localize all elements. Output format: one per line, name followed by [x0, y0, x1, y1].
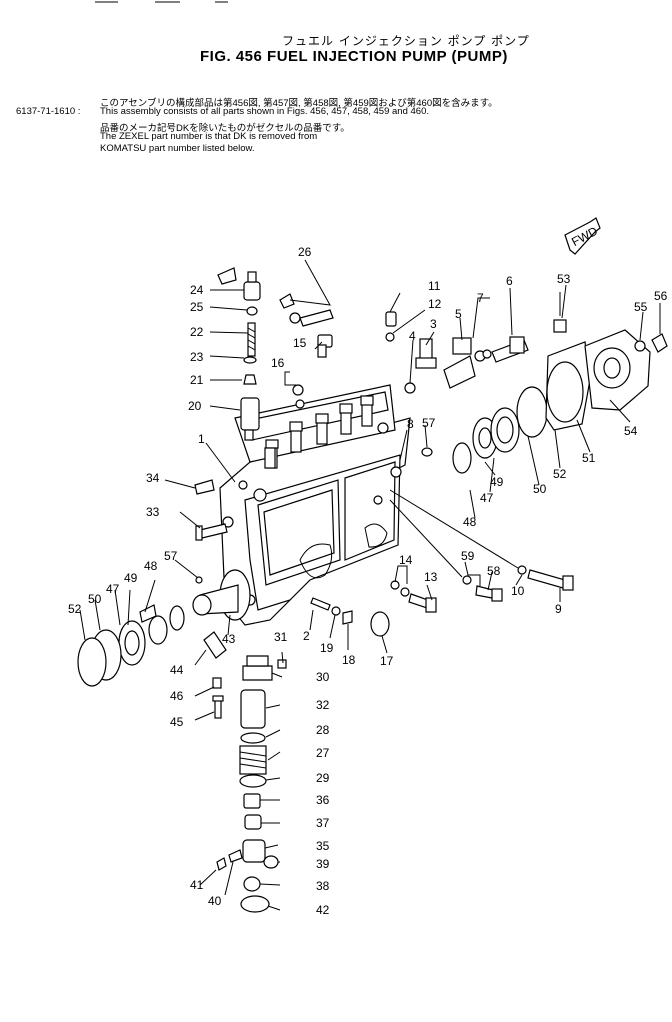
callout-28: 28: [316, 723, 330, 737]
callout-32: 32: [316, 698, 330, 712]
callout-55: 55: [634, 300, 648, 314]
callout-29: 29: [316, 771, 330, 785]
callout-24: 24: [190, 283, 204, 297]
note-line-3: 品番のメーカ記号DKを除いたものがゼクセルの品番です。: [100, 123, 350, 134]
leader-lines: [79, 259, 661, 911]
callout-5: 5: [455, 307, 462, 321]
callout-47-left: 47: [106, 582, 120, 596]
lower-plunger-stack: [203, 631, 287, 913]
figure-title: FIG. 456 FUEL INJECTION PUMP (PUMP): [200, 48, 508, 65]
callout-49-right: 49: [490, 475, 504, 489]
callout-57-left: 57: [164, 549, 178, 563]
callout-17: 17: [380, 654, 394, 668]
callout-35: 35: [316, 839, 330, 853]
callout-38: 38: [316, 879, 330, 893]
callout-13: 13: [424, 570, 438, 584]
camshaft-right-assembly: [421, 329, 668, 474]
note-line-1: このアセンブリの構成部品は第456図, 第457図, 第458図, 第459図お…: [100, 98, 498, 109]
callout-47-right: 47: [480, 491, 494, 505]
callout-23: 23: [190, 350, 204, 364]
callout-12: 12: [428, 297, 442, 311]
callout-8: 8: [407, 417, 414, 431]
fwd-arrow-icon: FWD: [564, 217, 601, 255]
camshaft-left-assembly: [77, 569, 251, 687]
callout-46: 46: [170, 689, 184, 703]
callout-37: 37: [316, 816, 330, 830]
callout-50-left: 50: [88, 592, 102, 606]
callout-40: 40: [208, 894, 222, 908]
note-line-4: The ZEXEL part number is that DK is remo…: [100, 131, 318, 142]
callout-1: 1: [198, 432, 205, 446]
callout-41: 41: [190, 878, 204, 892]
callout-56: 56: [654, 289, 668, 303]
note-line-2: This assembly consists of all parts show…: [100, 106, 429, 117]
callout-26: 26: [298, 245, 312, 259]
assembly-part-number: 6137-71-1610 :: [16, 106, 81, 117]
callout-11: 11: [428, 279, 441, 293]
callout-42: 42: [316, 903, 330, 917]
callout-48-left: 48: [144, 559, 158, 573]
callout-52-left: 52: [68, 602, 82, 616]
callout-4: 4: [409, 329, 416, 343]
callout-52-right: 52: [553, 467, 567, 481]
callout-7: 7: [477, 291, 484, 305]
callout-36: 36: [316, 793, 330, 807]
callout-18: 18: [342, 653, 356, 667]
callout-43: 43: [222, 632, 236, 646]
callout-22: 22: [190, 325, 204, 339]
callout-44: 44: [170, 663, 184, 677]
callout-16: 16: [271, 356, 285, 370]
pump-housing: [219, 384, 411, 626]
callout-59: 59: [461, 549, 475, 563]
callout-20: 20: [188, 399, 202, 413]
callout-9: 9: [555, 602, 562, 616]
callout-3: 3: [430, 317, 437, 331]
callout-34: 34: [146, 471, 160, 485]
left-side-bolts: [194, 479, 228, 541]
callout-50-right: 50: [533, 482, 547, 496]
callout-6: 6: [506, 274, 513, 288]
callout-49-left: 49: [124, 571, 138, 585]
callout-54: 54: [624, 424, 638, 438]
callout-27: 27: [316, 746, 330, 760]
callout-25: 25: [190, 300, 204, 314]
callout-48-right: 48: [463, 515, 477, 529]
callout-57-right: 57: [422, 416, 436, 430]
right-upper-fittings: [385, 292, 567, 394]
callout-33: 33: [146, 505, 160, 519]
callout-19: 19: [320, 641, 334, 655]
callout-39: 39: [316, 857, 330, 871]
callout-58: 58: [487, 564, 501, 578]
callout-10: 10: [511, 584, 525, 598]
figure-title-japanese: フュエル インジェクション ポンプ ポンプ: [282, 34, 530, 48]
callout-14: 14: [399, 553, 413, 567]
callout-31: 31: [274, 630, 288, 644]
callout-2: 2: [303, 629, 310, 643]
callout-53: 53: [557, 272, 571, 286]
upper-parts-stack: [217, 267, 334, 469]
lower-side-fittings: [310, 565, 574, 637]
callout-51: 51: [582, 451, 596, 465]
callout-45: 45: [170, 715, 184, 729]
callout-15: 15: [293, 336, 307, 350]
callout-labels: 1 2 3 4 5 6 7 8 9 10 11 12 13 14 15 16 1…: [68, 245, 668, 917]
note-line-5: KOMATSU part number listed below.: [100, 143, 255, 154]
callout-30: 30: [316, 670, 330, 684]
callout-21: 21: [190, 373, 204, 387]
